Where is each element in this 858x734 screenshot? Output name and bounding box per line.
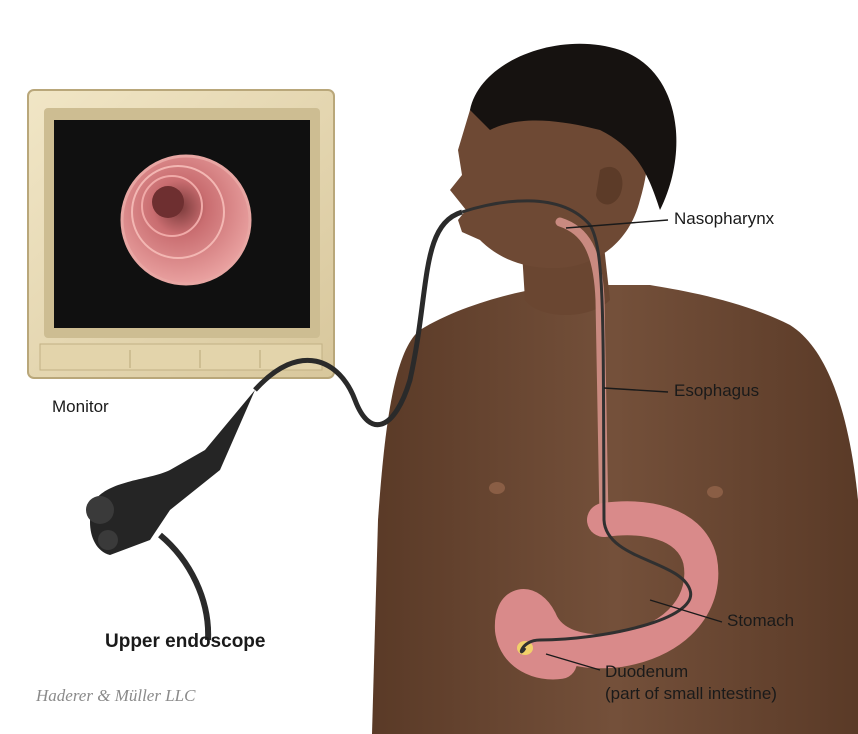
esophagus-lumen-image bbox=[120, 154, 252, 286]
label-duodenum-note: (part of small intestine) bbox=[605, 684, 777, 703]
endoscope-tube bbox=[253, 209, 463, 428]
label-leaders bbox=[545, 219, 723, 671]
endoscope-handpiece bbox=[90, 390, 255, 555]
stomach bbox=[494, 501, 719, 680]
label-duodenum: Duodenum bbox=[605, 662, 689, 681]
leader-duodenum bbox=[545, 653, 601, 671]
esophagus-tract bbox=[555, 217, 609, 525]
endoscope-umbilical-cord bbox=[158, 532, 212, 641]
label-monitor: Monitor bbox=[52, 397, 109, 416]
monitor-base bbox=[39, 343, 323, 371]
credit-line: Haderer & Müller LLC bbox=[36, 686, 196, 705]
endoscope-insertion-tube bbox=[461, 199, 693, 654]
leader-esophagus bbox=[603, 387, 669, 393]
leader-stomach bbox=[649, 599, 723, 623]
patient-figure bbox=[372, 43, 858, 734]
leader-nasopharynx bbox=[565, 219, 669, 229]
ear bbox=[596, 166, 623, 205]
label-esophagus: Esophagus bbox=[674, 381, 760, 400]
label-nasopharynx: Nasopharynx bbox=[674, 209, 775, 228]
label-stomach: Stomach bbox=[727, 611, 795, 630]
monitor bbox=[27, 89, 335, 379]
hair bbox=[470, 43, 677, 210]
label-upper-endoscope: Upper endoscope bbox=[105, 631, 266, 652]
endoscope bbox=[86, 199, 693, 654]
